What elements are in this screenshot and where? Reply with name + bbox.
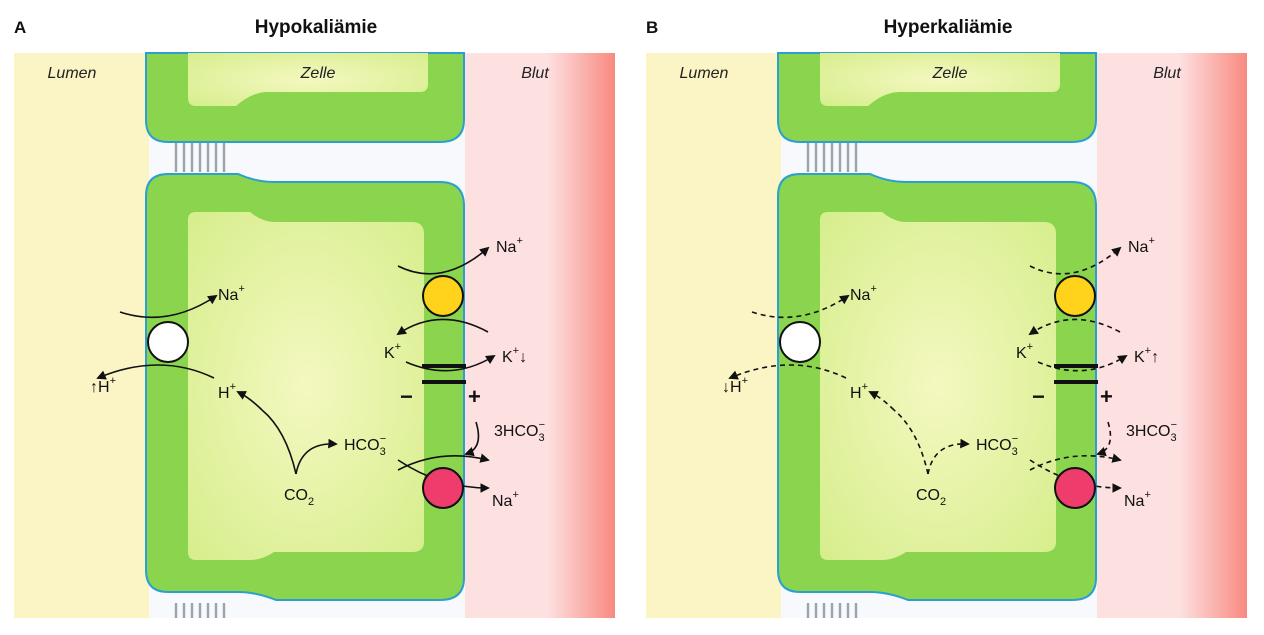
label-3hco3: 3HCO3−	[1126, 419, 1177, 444]
membrane-minus-sign: −	[1032, 384, 1045, 409]
membrane-plus-sign: +	[468, 384, 481, 409]
co2-split-line	[893, 409, 929, 475]
na-k-atpase	[1054, 275, 1096, 317]
na-h-exchanger	[779, 321, 821, 363]
transport-diagram: Lumen Zelle Blut − + Na+ ↓H+ H+ CO2 HCO3− Na+ K+ K+↑…	[646, 52, 1247, 618]
panel-title: Hypokaliämie	[254, 17, 378, 38]
panel-title: Hyperkaliämie	[883, 17, 1013, 38]
region-label-lumen: Lumen	[680, 65, 729, 82]
region-label-cell: Zelle	[300, 65, 336, 82]
panel-letter: B	[646, 18, 659, 37]
k-channel-bar	[1054, 380, 1098, 384]
label-na-pump: Na+	[496, 235, 523, 256]
region-label-blood: Blut	[521, 65, 549, 82]
k-pump-influx-arrow	[1028, 318, 1121, 336]
blood-region	[1097, 53, 1247, 618]
label-na-lumen: Na+	[850, 283, 877, 304]
label-k-blood: K+↑	[1134, 345, 1159, 366]
label-h-lumen: ↓H+	[722, 375, 748, 396]
membrane-plus-sign: +	[1100, 384, 1113, 409]
tight-junction	[806, 143, 858, 618]
hco3-formation-arrow	[295, 438, 338, 475]
label-co2: CO2	[284, 487, 314, 508]
k-channel-bar	[1054, 364, 1098, 368]
region-label-cell: Zelle	[932, 65, 968, 82]
lumen-region	[14, 53, 149, 618]
k-channel-efflux-arrow	[405, 354, 496, 372]
k-channel-efflux-arrow	[1037, 354, 1128, 372]
region-label-lumen: Lumen	[48, 65, 97, 82]
label-3hco3: 3HCO3−	[494, 419, 545, 444]
transport-diagram: Lumen Zelle Blut − + Na+ ↑H+ H+ CO2 HCO3− Na+ K+ K+↓…	[14, 52, 615, 618]
na-h-exchanger	[147, 321, 189, 363]
label-na-cotransport: Na+	[492, 489, 519, 510]
blood-region	[465, 53, 615, 618]
h-formation-arrow	[868, 391, 895, 411]
label-h-lumen: ↑H+	[90, 375, 116, 396]
hco3-formation-arrow	[927, 438, 970, 475]
k-channel-bar	[422, 364, 466, 368]
na-pump-efflux-arrow	[397, 246, 490, 275]
h-efflux-arrow	[96, 364, 215, 380]
label-k-blood: K+↓	[502, 345, 527, 366]
label-co2: CO2	[916, 487, 946, 508]
label-na-cotransport: Na+	[1124, 489, 1151, 510]
cytoplasm	[820, 212, 1056, 560]
label-na-lumen: Na+	[218, 283, 245, 304]
na-influx-arrow	[119, 294, 218, 319]
cytoplasm	[188, 212, 424, 560]
lumen-region	[646, 53, 781, 618]
hco3-cotransport-arrow	[464, 421, 480, 457]
k-pump-influx-arrow	[396, 318, 489, 336]
tight-junction	[174, 143, 226, 618]
upper-cell-cytoplasm	[188, 53, 428, 106]
label-na-pump: Na+	[1128, 235, 1155, 256]
panel-hyperkalemia: Lumen Zelle Blut − + Na+ ↓H+ H+ CO2 HCO3− Na+ K+ K+↑…	[632, 0, 1264, 635]
co2-split-line	[261, 409, 297, 475]
label-h-cell: H+	[218, 381, 236, 402]
h-formation-arrow	[236, 391, 263, 411]
panel-letter: A	[14, 18, 27, 37]
na-k-atpase	[422, 275, 464, 317]
region-label-blood: Blut	[1153, 65, 1181, 82]
na-hco3-cotransporter	[422, 467, 464, 509]
na-pump-efflux-arrow	[1029, 246, 1122, 275]
na-influx-arrow	[751, 294, 850, 319]
na-hco3-cotransporter	[1054, 467, 1096, 509]
label-k-cell: K+	[1016, 341, 1033, 362]
k-channel-bar	[422, 380, 466, 384]
label-hco3: HCO3−	[976, 433, 1018, 458]
h-efflux-arrow	[728, 364, 847, 380]
label-h-cell: H+	[850, 381, 868, 402]
label-hco3: HCO3−	[344, 433, 386, 458]
panel-hypokalemia: Lumen Zelle Blut − + Na+ ↑H+ H+ CO2 HCO3− Na+ K+ K+↓…	[14, 17, 615, 618]
upper-cell-cytoplasm	[820, 53, 1060, 106]
hco3-cotransport-arrow	[1096, 421, 1112, 457]
label-k-cell: K+	[384, 341, 401, 362]
membrane-minus-sign: −	[400, 384, 413, 409]
